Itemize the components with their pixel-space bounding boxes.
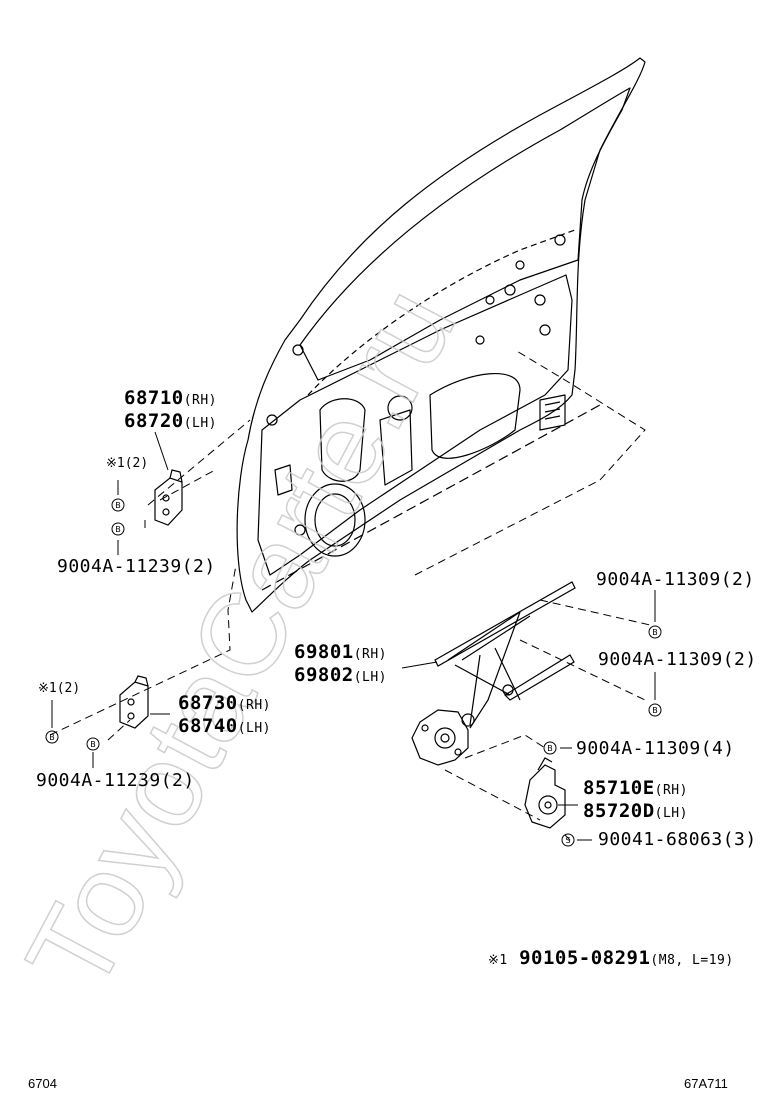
bolt-lower-note: ※1(2) xyxy=(38,681,81,696)
lower-hinge xyxy=(119,675,149,729)
marker-s-motor xyxy=(561,833,575,847)
side-tag: (RH) xyxy=(353,647,388,662)
marker-b-reg-2 xyxy=(648,703,662,717)
bolt-upper-note: ※1(2) xyxy=(106,456,149,471)
part-number: 85710E xyxy=(583,777,655,799)
marker-b-lower-1 xyxy=(45,730,59,744)
marker-b-text: B xyxy=(115,501,121,510)
window-frame xyxy=(299,87,631,381)
regulator-drive xyxy=(411,709,469,766)
side-tag: (LH) xyxy=(353,670,388,685)
footer-left-code: 6704 xyxy=(28,1076,57,1091)
bolt-upper-part: 9004A-11239(2) xyxy=(57,556,216,577)
regulator-label: 69801(RH) 69802(LH) xyxy=(294,642,387,688)
marker-b-text: B xyxy=(547,744,553,753)
inner-panel xyxy=(257,274,573,576)
footer-right-code: 67A711 xyxy=(684,1076,728,1091)
hinge-lower-label: 68730(RH) 68740(LH) xyxy=(178,693,271,739)
footnote-spec: (M8, L=19) xyxy=(650,953,734,968)
regulator-bolt-3: 9004A-11309(4) xyxy=(576,738,735,759)
footnote: ※1 90105-08291(M8, L=19) xyxy=(488,948,734,971)
marker-b-text: B xyxy=(115,525,121,534)
side-tag: (LH) xyxy=(237,721,272,736)
motor-screw: 90041-68063(3) xyxy=(598,829,757,850)
marker-b-lower-2 xyxy=(86,737,100,751)
part-number: 85720D xyxy=(583,800,655,822)
door-outer-shell xyxy=(236,57,646,613)
speaker-hole xyxy=(304,483,366,557)
marker-s-text: S xyxy=(565,836,570,845)
window-motor xyxy=(524,757,566,829)
part-number: 69801 xyxy=(294,641,354,663)
marker-b-text: B xyxy=(652,628,658,637)
side-tag: (RH) xyxy=(183,393,218,408)
footnote-part: 90105-08291 xyxy=(519,947,651,969)
side-tag: (LH) xyxy=(183,416,218,431)
hinge-upper-label: 68710(RH) 68720(LH) xyxy=(124,388,217,434)
side-tag: (RH) xyxy=(237,698,272,713)
marker-b-reg-3 xyxy=(543,741,557,755)
fastener-markers xyxy=(45,498,662,847)
side-tag: (LH) xyxy=(654,806,688,821)
marker-b-upper-1 xyxy=(111,498,125,512)
part-number: 68740 xyxy=(178,715,238,737)
marker-b-upper-2 xyxy=(111,522,125,536)
marker-b-reg-1 xyxy=(648,625,662,639)
marker-b-text: B xyxy=(90,740,96,749)
part-number: 69802 xyxy=(294,664,354,686)
bolt-lower-part: 9004A-11239(2) xyxy=(36,770,195,791)
part-number: 68720 xyxy=(124,410,184,432)
side-tag: (RH) xyxy=(654,783,688,798)
part-number: 68730 xyxy=(178,692,238,714)
motor-label: 85710E(RH) 85720D(LH) xyxy=(583,778,688,824)
marker-b-text: B xyxy=(652,706,658,715)
marker-b-text: B xyxy=(49,733,55,742)
upper-hinge xyxy=(154,469,183,526)
part-number: 68710 xyxy=(124,387,184,409)
footnote-mark: ※1 xyxy=(488,953,508,968)
regulator-bolt-2: 9004A-11309(2) xyxy=(598,649,757,670)
regulator-bolt-1: 9004A-11309(2) xyxy=(596,569,755,590)
window-regulator xyxy=(434,581,576,729)
